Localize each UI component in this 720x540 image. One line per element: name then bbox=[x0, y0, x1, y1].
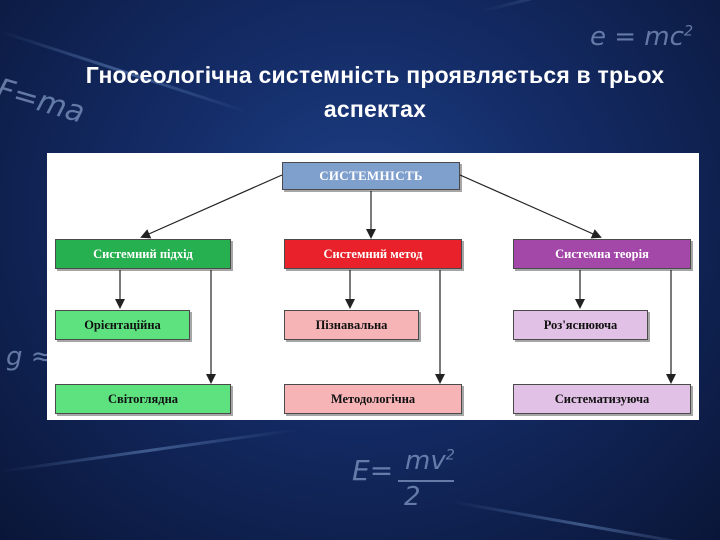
light-streak bbox=[479, 0, 714, 13]
node-root-systemness: СИСТЕМНІСТЬ bbox=[282, 162, 460, 190]
light-streak bbox=[449, 500, 717, 540]
node-systematizing: Систематизуюча bbox=[513, 384, 691, 414]
formula-superscript: 2 bbox=[445, 447, 455, 464]
node-methodological: Методологічна bbox=[284, 384, 462, 414]
node-worldview: Світоглядна bbox=[55, 384, 231, 414]
formula-e-mc2: e = mc2 bbox=[590, 22, 693, 52]
formula-e-left: E= bbox=[352, 454, 394, 487]
diagram-panel: СИСТЕМНІСТЬ Системний підхід Системний м… bbox=[47, 153, 699, 420]
arrow-root-to-approach bbox=[140, 174, 283, 239]
fraction-line bbox=[398, 480, 454, 482]
formula-numerator: mv bbox=[405, 446, 446, 476]
arrow-root-to-theory bbox=[459, 174, 602, 239]
node-systems-method: Системний метод bbox=[284, 239, 462, 269]
formula-superscript: 2 bbox=[683, 23, 694, 40]
node-systems-theory: Системна теорія bbox=[513, 239, 691, 269]
node-systems-approach: Системний підхід bbox=[55, 239, 231, 269]
node-explanatory: Роз'яснююча bbox=[513, 310, 648, 340]
formula-text: e = mc bbox=[590, 22, 684, 52]
formula-denominator: 2 bbox=[404, 482, 421, 512]
connector-arrows bbox=[115, 174, 676, 384]
slide-title: Гносеологічна системність проявляється в… bbox=[85, 62, 665, 122]
node-cognitive: Пізнавальна bbox=[284, 310, 419, 340]
formula-g: g ≈ bbox=[6, 342, 53, 372]
formula-mv2: mv2 bbox=[405, 446, 455, 476]
light-streak bbox=[0, 428, 298, 473]
node-orientational: Орієнтаційна bbox=[55, 310, 190, 340]
